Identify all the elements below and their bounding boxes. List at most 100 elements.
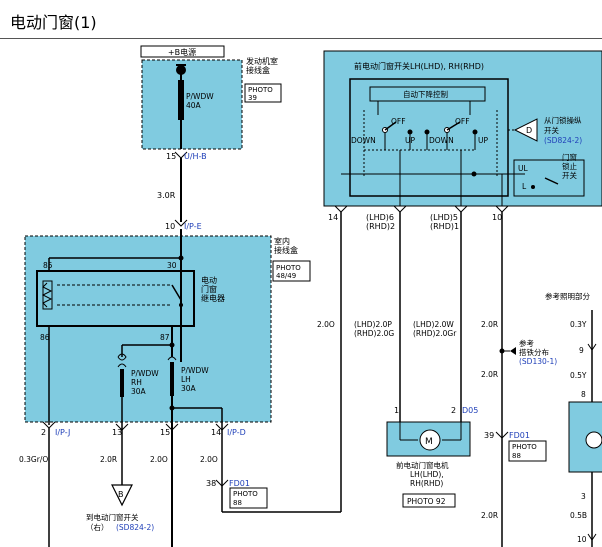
fuse-40a-rating: 40A — [186, 101, 202, 110]
ground-ref-link[interactable]: (SD130-1) — [519, 357, 557, 366]
lock-ul: UL — [518, 164, 528, 173]
fuse-lh-rating: 30A — [181, 384, 197, 393]
engine-photo-box — [244, 83, 282, 103]
fuse-rh-rating: 30A — [131, 387, 147, 396]
switch-pin-14: 14 — [328, 213, 338, 222]
ref-b-triangle-icon — [111, 484, 133, 507]
engine-photo-label: PHOTO — [248, 86, 273, 94]
indoor-junction-section: 10 I/P-E 室内 接线盒 PHOTO 48/49 85 30 电动 门窗 … — [24, 219, 311, 437]
fd01-right-pin: 39 — [484, 431, 494, 440]
switch-lever-1 — [384, 121, 397, 131]
switch-pin-lhd5: (LHD)5 — [430, 213, 458, 222]
switch-pin-10: 10 — [492, 213, 502, 222]
motor-name-2: LH(LHD), — [410, 470, 444, 479]
fuse-40a-name: P/WDW — [186, 92, 214, 101]
power-section: +B电源 发动机室 接线盒 PHOTO 39 P/WDW 40A 15 U/H-… — [140, 45, 282, 222]
indoor-photo-label: PHOTO — [276, 264, 301, 272]
wire-2O-b-label: 2.0O — [200, 455, 218, 464]
ground-ref-2: 搭铁分布 — [519, 347, 549, 357]
pin-b14: 14 — [211, 428, 221, 437]
wire-p-label: (LHD)2.0P — [354, 320, 392, 329]
wire-gr-label: (RHD)2.0Gr — [413, 329, 457, 338]
fd01-left-conn: FD01 — [229, 479, 250, 488]
wire-grO-label: 0.3Gr/O — [19, 455, 48, 464]
page-title: 电动门窗(1) — [10, 13, 97, 32]
motor-photo-box — [402, 493, 456, 508]
fuse-rh-name: P/WDW — [131, 369, 159, 378]
window-switch-section: 前电动门窗开关LH(LHD), RH(RHD) 自动下降控制 OFF OFF D… — [323, 50, 602, 231]
illum-wire-3: 0.5B — [570, 511, 587, 520]
wire-2O-mid-label: 2.0O — [317, 320, 335, 329]
indoor-junction-box — [24, 235, 272, 423]
indoor-conn-top: I/P-E — [184, 222, 202, 231]
pin-30: 30 — [167, 261, 177, 270]
fd01-left-photo: PHOTO — [233, 490, 258, 498]
fd01-right-photo-box — [508, 440, 547, 462]
power-window-relay — [36, 270, 195, 327]
fuse-40a-icon — [178, 80, 184, 120]
wire-2R-c-label: 2.0R — [481, 511, 498, 520]
wire-w-label: (LHD)2.0W — [413, 320, 454, 329]
motor-pin-2: 2 — [451, 406, 456, 415]
fd01-right-photo-no: 88 — [512, 452, 521, 460]
pin-b2: 2 — [41, 428, 46, 437]
illum-wire-2: 0.5Y — [570, 371, 587, 380]
motor-icon — [419, 429, 441, 451]
engine-photo-number: 39 — [248, 94, 257, 102]
ground-ref-1: 参考 — [519, 338, 534, 348]
ref-d-link[interactable]: (SD824-2) — [544, 136, 582, 145]
indoor-name-2: 接线盒 — [274, 245, 298, 255]
motor-name-1: 前电动门窗电机 — [396, 460, 449, 470]
switch-inner-frame — [349, 78, 509, 197]
switch-down-2: DOWN — [429, 136, 454, 145]
indoor-photo-box — [272, 260, 311, 282]
ref-d-text-1: 从门锁操纵 — [544, 115, 582, 125]
ref-d-triangle-icon — [513, 118, 538, 142]
power-label-box — [140, 45, 225, 58]
window-lock-switch — [513, 159, 585, 197]
ref-d-letter: D — [526, 126, 532, 135]
lower-left-wires: 0.3Gr/O 2.0R B 到电动门窗开关 （右） (SD824-2) 2.0… — [19, 428, 341, 547]
fuse-lh-name: P/WDW — [181, 366, 209, 375]
motor-symbol: M — [425, 437, 433, 447]
illum-lamp-icon — [585, 431, 602, 449]
title-bar: 电动门窗(1) — [0, 0, 602, 39]
wire-g-label: (RHD)2.0G — [354, 329, 394, 338]
power-conn: U/H-B — [184, 152, 207, 161]
illumination-section: 参考照明部分 0.3Y 9 0.5Y 8 3 0.5B 10 — [545, 291, 602, 547]
switch-pin-rhd2: (RHD)2 — [366, 222, 395, 231]
relay-name-2: 门窗 — [201, 284, 217, 294]
indoor-photo-number: 48/49 — [276, 272, 296, 280]
lock-name-3: 开关 — [562, 170, 577, 180]
pin-b2-conn: I/P-J — [55, 428, 70, 437]
illum-pin-8: 8 — [581, 390, 586, 399]
motor-pin-1: 1 — [394, 406, 399, 415]
wire-2O-a-label: 2.0O — [150, 455, 168, 464]
fuse-lh-icon — [170, 362, 174, 396]
motor-photo: PHOTO 92 — [407, 497, 446, 506]
fd01-left-photo-box — [229, 487, 268, 509]
illum-label: 参考照明部分 — [545, 291, 590, 301]
lock-l: L — [522, 182, 527, 191]
fuse-rh-side: RH — [131, 378, 142, 387]
relay-name-1: 电动 — [201, 275, 217, 285]
motor-name-3: RH(RHD) — [410, 479, 443, 488]
indoor-name-1: 室内 — [274, 236, 290, 246]
ref-b-link[interactable]: (SD824-2) — [116, 523, 154, 532]
switch-pin-lhd6: (LHD)6 — [366, 213, 394, 222]
ground-arrow-icon — [510, 347, 516, 355]
indoor-pin-top: 10 — [165, 222, 175, 231]
motor-section: 2.0O (LHD)2.0P (RHD)2.0G (LHD)2.0W (RHD)… — [317, 212, 557, 547]
switch-lever-2 — [446, 121, 461, 131]
switch-off-1: OFF — [391, 117, 406, 126]
fd01-left-pin: 38 — [206, 479, 216, 488]
wire-2R-b-label: 2.0R — [481, 370, 498, 379]
motor-conn: D05 — [462, 406, 478, 415]
ref-d-text-2: 开关 — [544, 125, 559, 135]
illum-wire-1: 0.3Y — [570, 320, 587, 329]
switch-title: 前电动门窗开关LH(LHD), RH(RHD) — [354, 61, 484, 71]
pin-b14-conn: I/P-D — [227, 428, 246, 437]
switch-up-2: UP — [478, 136, 488, 145]
power-label: +B电源 — [168, 47, 196, 57]
